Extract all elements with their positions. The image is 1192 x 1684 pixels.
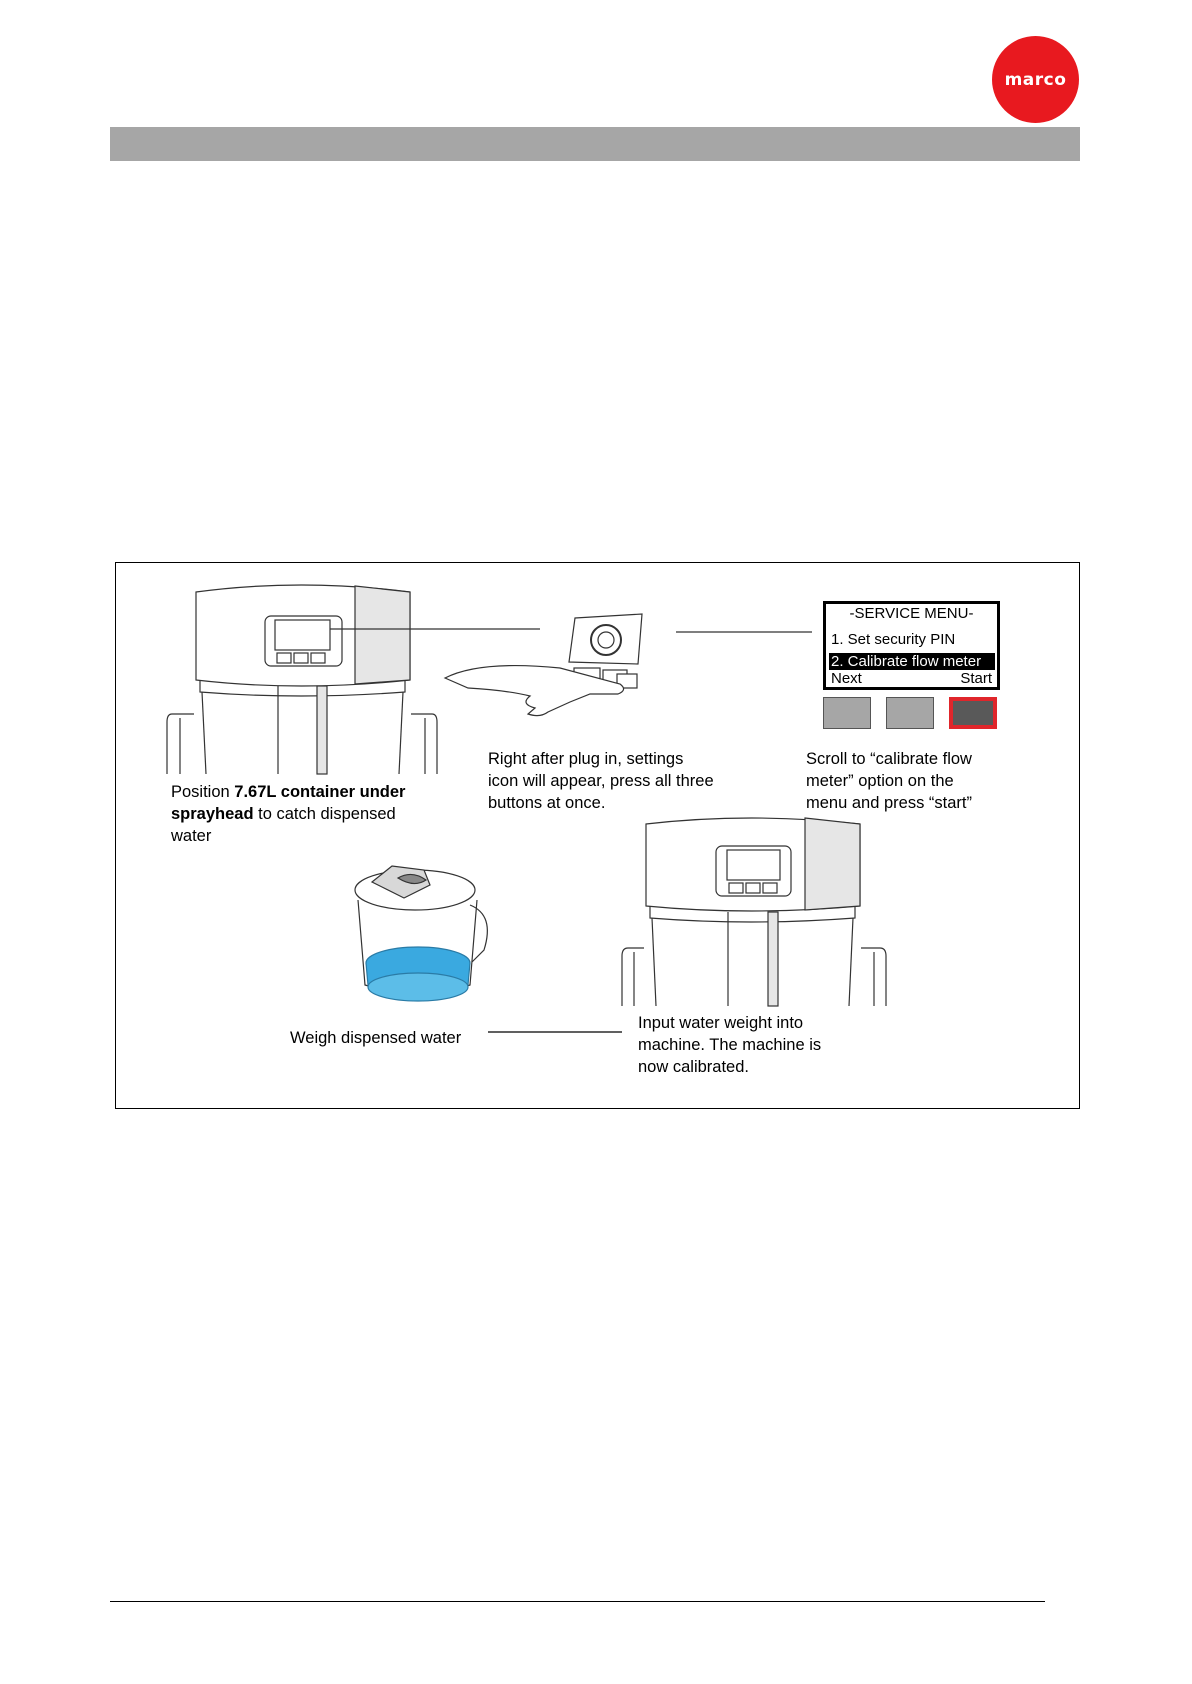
menu-button-next xyxy=(823,697,871,729)
menu-item-security-pin: 1. Set security PIN xyxy=(831,631,956,648)
hand-settings-illustration xyxy=(443,613,812,717)
service-menu-title: -SERVICE MENU- xyxy=(849,605,974,622)
step4-caption: Weigh dispensed water xyxy=(290,1029,462,1047)
calibration-figure xyxy=(115,562,1080,1109)
marco-logo: marco xyxy=(992,36,1079,123)
step1-caption: Position 7.67L container under sprayhead… xyxy=(171,783,406,845)
machine-illustration-2 xyxy=(621,817,887,1007)
menu-button-middle xyxy=(886,697,934,729)
service-menu-screen: -SERVICE MENU- 1. Set security PIN 2. Ca… xyxy=(823,601,1000,690)
step5-caption: Input water weight into machine. The mac… xyxy=(638,1014,822,1076)
menu-start-label: Start xyxy=(960,670,992,687)
menu-item-calibrate-flow-meter: 2. Calibrate flow meter xyxy=(829,653,995,670)
menu-button-start xyxy=(949,697,997,729)
menu-next-label: Next xyxy=(831,670,862,687)
pitcher-illustration xyxy=(354,865,488,1002)
footer-divider xyxy=(110,1601,1045,1603)
step3-caption: Scroll to “calibrate flow meter” option … xyxy=(806,750,972,812)
section-header-bar xyxy=(110,127,1080,161)
machine-illustration-1 xyxy=(166,584,540,775)
logo-text: marco xyxy=(1004,69,1067,90)
step2-caption: Right after plug in, settings icon will … xyxy=(488,750,714,812)
